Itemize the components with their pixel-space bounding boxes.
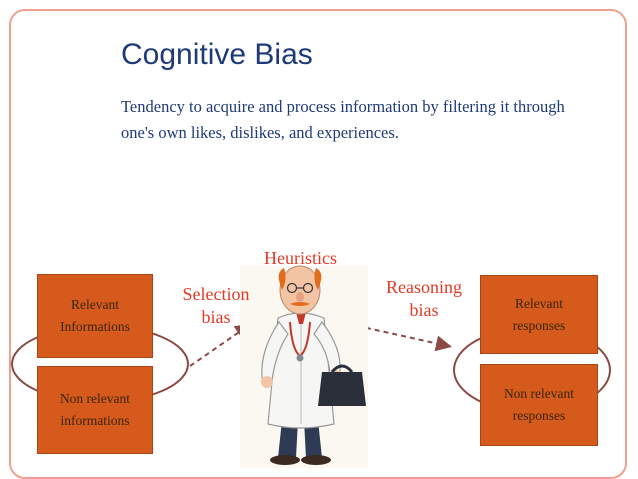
reasoning-bias-line-1: Reasoning [386,277,462,297]
selection-bias-line-1: Selection [182,284,250,304]
non-relevant-informations-line-1: Non relevant [59,391,131,406]
relevant-informations-line-2: Informations [60,319,130,334]
reasoning-bias-line-2: bias [409,300,439,320]
relevant-responses-line-1: Relevant [515,295,563,311]
relevant-responses-line-2: responses [512,317,566,333]
selection-bias-label: Selection bias [170,283,262,329]
reasoning-bias-label: Reasoning bias [376,276,472,322]
non-relevant-informations-line-2: informations [60,413,130,428]
non-relevant-informations-box: Non relevant informations [37,366,153,454]
doctor-with-bag-icon [240,265,368,468]
slide-frame [9,9,627,479]
definition-text: Tendency to acquire and process informat… [121,97,565,142]
relevant-informations-box: Relevant Informations [37,274,153,358]
heuristics-label: Heuristics [264,248,337,268]
relevant-informations-line-1: Relevant [71,297,119,312]
non-relevant-responses-box: Non relevant responses [480,364,598,446]
selection-arrow [189,323,252,367]
non-relevant-responses-line-2: responses [512,408,566,423]
selection-bias-line-2: bias [201,307,231,327]
slide-title: Cognitive Bias [121,38,313,71]
non-relevant-responses-line-1: Non relevant [503,386,575,401]
relevant-responses-box: Relevant responses [480,275,598,354]
